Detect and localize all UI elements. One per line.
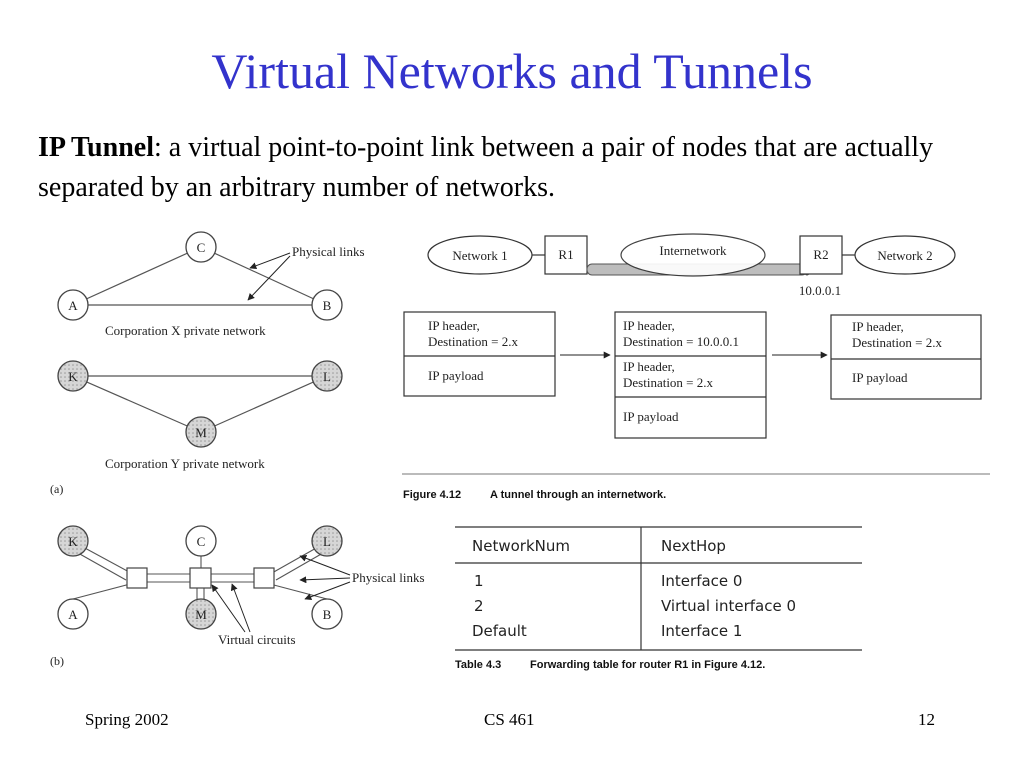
r2-label: R2 [813, 247, 828, 262]
physical-links-label-a: Physical links [292, 244, 365, 259]
slide-title: Virtual Networks and Tunnels [211, 43, 813, 99]
node-l-a: L [311, 360, 343, 392]
node-a-label: A [68, 298, 78, 313]
switch-center [189, 567, 212, 589]
node-a-b-label: A [68, 607, 78, 622]
table-row3-col2: Interface 1 [661, 622, 742, 640]
packet1-header: IP header, [428, 318, 480, 333]
node-c-b: C [185, 525, 217, 557]
network1-label: Network 1 [452, 248, 507, 263]
switch-right [253, 567, 275, 589]
node-m-label: M [195, 425, 207, 440]
table-row1-col2: Interface 0 [661, 572, 742, 590]
forwarding-table: NetworkNum NextHop 1 Interface 0 2 Virtu… [455, 526, 862, 671]
node-k-b: K [57, 525, 89, 557]
packet2-payload: IP payload [623, 409, 679, 424]
node-b-b-label: B [323, 607, 332, 622]
node-l-b-label: L [323, 534, 331, 549]
packet1-payload: IP payload [428, 368, 484, 383]
packet2-inner-dest: Destination = 2.x [623, 375, 714, 390]
router-r2 [799, 235, 843, 275]
node-k-a: K [57, 360, 89, 392]
table-caption-number: Table 4.3 [455, 659, 501, 671]
network2-ellipse [854, 235, 956, 275]
definition-body: : a virtual point-to-point link between … [38, 132, 934, 203]
node-l-label: L [323, 369, 331, 384]
table-row2-col2: Virtual interface 0 [661, 597, 796, 615]
r1-label: R1 [558, 247, 573, 262]
network2-label: Network 2 [877, 248, 932, 263]
packet-2: IP header, Destination = 10.0.0.1 IP hea… [614, 311, 767, 439]
node-k-b-label: K [68, 534, 78, 549]
figure-a: C A B Physical links Corporation X priva… [50, 231, 365, 496]
corp-y-label: Corporation Y private network [105, 456, 265, 471]
figure-caption-text: A tunnel through an internetwork. [490, 489, 666, 501]
term-ip-tunnel: IP Tunnel [38, 132, 154, 163]
figure-b: K C L A M B Physical links [50, 525, 425, 668]
node-c-label: C [197, 240, 206, 255]
footer-center: CS 461 [484, 710, 535, 729]
packet3-dest: Destination = 2.x [852, 335, 943, 350]
panel-a-label: (a) [50, 482, 63, 496]
node-m-a: M [185, 416, 217, 448]
table-row3-col1: Default [472, 622, 527, 640]
packet1-dest: Destination = 2.x [428, 334, 519, 349]
switch-left [126, 567, 148, 589]
table-row2-col1: 2 [474, 597, 484, 615]
node-m-b: M [185, 598, 217, 630]
physical-links-label-b: Physical links [352, 570, 425, 585]
r2-address: 10.0.0.1 [799, 283, 841, 298]
panel-b-label: (b) [50, 654, 64, 668]
table-row1-col1: 1 [474, 572, 484, 590]
packet-3: IP header, Destination = 2.x IP payload [830, 314, 982, 400]
footer-page-number: 12 [918, 710, 935, 729]
packet2-outer-header: IP header, [623, 318, 675, 333]
corp-x-label: Corporation X private network [105, 323, 266, 338]
packet-1: IP header, Destination = 2.x IP payload [403, 311, 556, 397]
figure-caption-number: Figure 4.12 [403, 489, 461, 501]
node-c-b-label: C [197, 534, 206, 549]
virtual-circuits-label: Virtual circuits [218, 632, 296, 647]
footer-left: Spring 2002 [85, 710, 169, 729]
node-b-a: B [311, 289, 343, 321]
node-c-a: C [185, 231, 217, 263]
table-header-networknum: NetworkNum [472, 537, 570, 555]
router-r1 [544, 235, 588, 275]
table-caption-text: Forwarding table for router R1 in Figure… [530, 659, 765, 671]
internetwork-label: Internetwork [659, 243, 727, 258]
node-b-b: B [311, 598, 343, 630]
node-a-b: A [57, 598, 89, 630]
internetwork-ellipse [620, 233, 766, 277]
packet2-outer-dest: Destination = 10.0.0.1 [623, 334, 739, 349]
table-header-nexthop: NextHop [661, 537, 726, 555]
node-l-b: L [311, 525, 343, 557]
node-a-a: A [57, 289, 89, 321]
definition-text: IP Tunnel: a virtual point-to-point link… [38, 128, 998, 208]
node-b-label: B [323, 298, 332, 313]
packet3-payload: IP payload [852, 370, 908, 385]
packet3-header: IP header, [852, 319, 904, 334]
tunnel-figure: Network 1 R1 Internetwork R2 Network 2 1… [402, 233, 990, 501]
node-k-label: K [68, 369, 78, 384]
packet2-inner-header: IP header, [623, 359, 675, 374]
node-m-b-label: M [195, 607, 207, 622]
